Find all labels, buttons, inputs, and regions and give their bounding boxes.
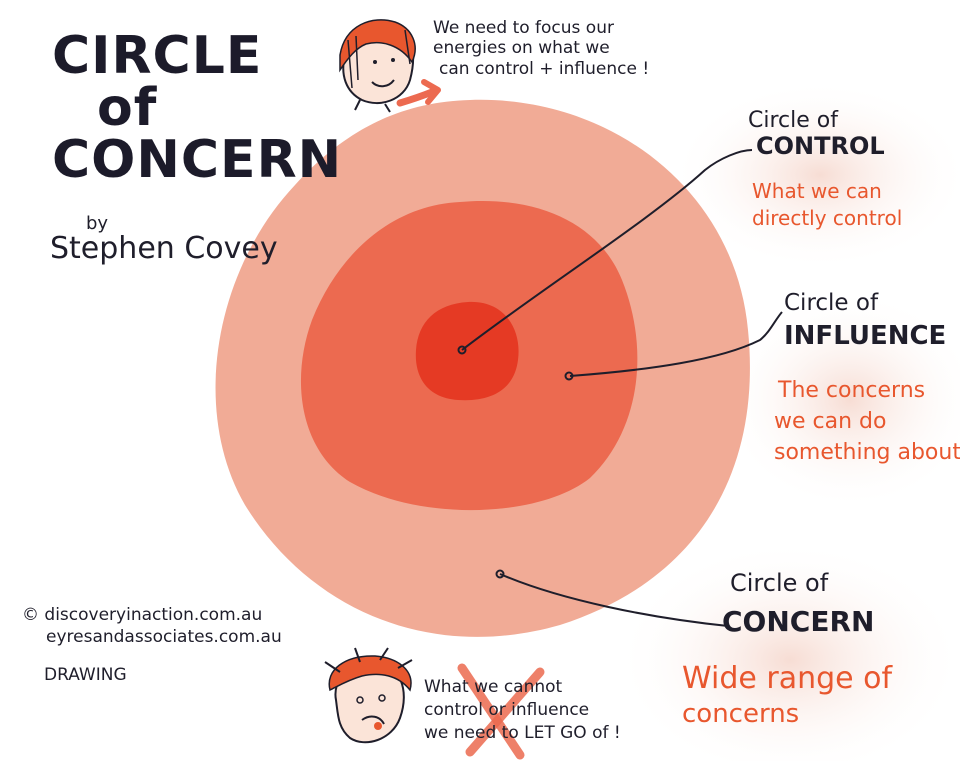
title-line-2: of — [97, 78, 158, 138]
author-name: Stephen Covey — [50, 231, 278, 266]
bottom-note-line-2: control or influence — [424, 699, 590, 720]
influence-label-line-1: Circle of — [784, 290, 879, 316]
title-line-3: CONCERN — [52, 130, 343, 190]
title-by: by — [86, 213, 109, 234]
control-description: What we can directly control — [752, 178, 902, 232]
glow-concern — [615, 540, 960, 761]
concern-pointer-line — [499, 573, 729, 627]
concern-label: Circle of CONCERN — [722, 569, 875, 638]
circle-of-control — [415, 301, 519, 401]
top-note-line-3: can control + influence ! — [439, 58, 650, 79]
bottom-note-line-1: What we cannot — [424, 677, 563, 697]
right-arrow-icon — [396, 88, 436, 107]
title-line-1: CIRCLE — [52, 26, 263, 86]
control-pointer-dot — [457, 345, 467, 355]
concern-pointer-dot — [495, 569, 505, 579]
bottom-note: What we cannot control or influence we n… — [424, 676, 621, 745]
influence-desc-line-3: something about — [774, 439, 960, 465]
glow-control — [670, 80, 960, 270]
influence-pointer-line — [569, 311, 783, 377]
influence-description: The concerns we can do something about — [774, 376, 960, 468]
influence-pointer-dot — [564, 371, 574, 381]
bottom-note-line-3: we need to LET GO of ! — [424, 722, 621, 743]
control-label-line-2: CONTROL — [756, 132, 885, 161]
influence-label-line-2: INFLUENCE — [784, 321, 947, 352]
concern-label-line-1: Circle of — [730, 569, 829, 597]
concern-label-line-2: CONCERN — [722, 604, 875, 638]
cross-out-icon — [457, 663, 545, 760]
credits: © discoveryinaction.com.au eyresandassoc… — [22, 604, 282, 686]
glow-influence — [720, 290, 960, 510]
top-note-line-1: We need to focus our — [433, 18, 614, 38]
influence-desc-line-2: we can do — [774, 408, 887, 434]
control-desc-line-2: directly control — [752, 206, 903, 230]
top-note: We need to focus our energies on what we… — [433, 18, 649, 79]
control-label: Circle of CONTROL — [748, 108, 885, 161]
control-label-line-1: Circle of — [748, 108, 838, 133]
concern-desc-line-1: Wide range of — [682, 661, 893, 696]
control-pointer-line — [461, 149, 753, 351]
thinking-face-icon — [339, 19, 416, 113]
worried-face-icon — [324, 647, 413, 744]
concern-desc-line-2: concerns — [682, 698, 800, 729]
credits-line-3: DRAWING — [44, 665, 127, 686]
influence-label: Circle of INFLUENCE — [784, 290, 946, 352]
concern-description: Wide range of concerns — [682, 660, 892, 730]
credits-line-1: © discoveryinaction.com.au — [22, 605, 263, 625]
influence-desc-line-1: The concerns — [778, 378, 926, 403]
page-title: CIRCLE of CONCERN — [52, 30, 342, 186]
top-note-line-2: energies on what we — [433, 38, 610, 59]
credits-line-2: eyresandassociates.com.au — [46, 627, 282, 648]
control-desc-line-1: What we can — [752, 179, 882, 203]
